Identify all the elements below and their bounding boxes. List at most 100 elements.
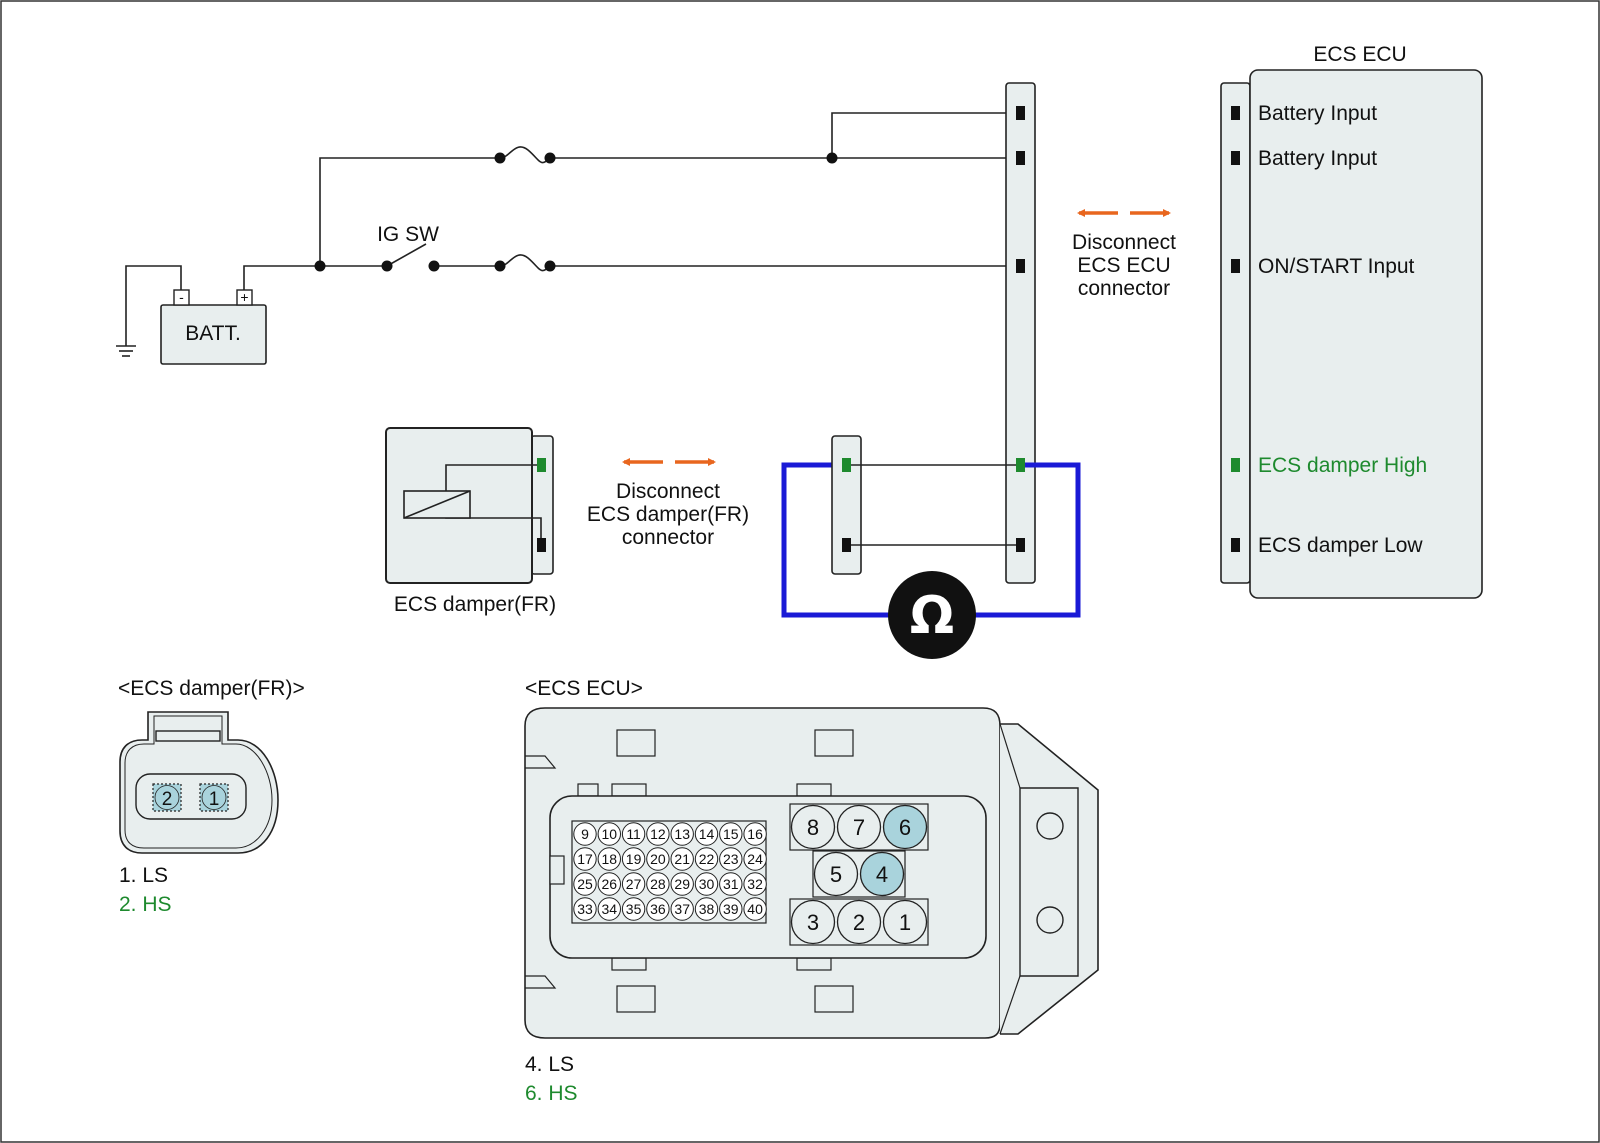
ecu-small-pin (597, 822, 621, 846)
ecu-small-pin-label: 38 (699, 901, 715, 917)
disconnect-ecu-line3: connector (1078, 277, 1170, 300)
ecu-small-pin (743, 822, 767, 846)
ecu-small-pin (743, 897, 767, 921)
ecu-large-pin (813, 851, 859, 897)
ecu-large-pin-label: 8 (807, 815, 819, 840)
ecu-small-pin-label: 35 (626, 901, 642, 917)
battery-label: BATT. (185, 322, 241, 345)
ecu-small-pin-label: 36 (650, 901, 666, 917)
ecu-small-pin (694, 872, 719, 896)
ecu-small-pin (646, 897, 670, 921)
ecu-small-pin (694, 897, 719, 921)
ecu-small-pin-label: 31 (723, 876, 739, 892)
ecu-terminal (1231, 151, 1240, 165)
damper-legend-ls: 1. LS (119, 864, 168, 887)
ecu-small-pin-label: 10 (602, 826, 618, 842)
disconnect-damper-indicator: Disconnect ECS damper(FR) connector (587, 458, 749, 549)
disconnect-damper-line2: ECS damper(FR) (587, 503, 749, 526)
disconnect-damper-line3: connector (622, 526, 714, 549)
ecu-small-pin (621, 897, 646, 921)
ecu-small-pin-label: 15 (723, 826, 739, 842)
ecu-connector-title: <ECS ECU> (525, 677, 643, 700)
ecu-large-pin (836, 899, 882, 945)
ecu-large-pin-label: 2 (853, 910, 865, 935)
damper-connector-view: <ECS damper(FR)> 2 1 1. LS 2. HS (118, 677, 305, 916)
ecs-damper: ECS damper(FR) (385, 427, 556, 616)
disconnect-damper-line1: Disconnect (616, 480, 720, 503)
ecu-pin-label: ECS damper High (1258, 454, 1427, 477)
ecu-small-pin-label: 40 (747, 901, 763, 917)
ecu-legend-hs: 6. HS (525, 1082, 578, 1105)
ecu-small-pin-label: 37 (674, 901, 690, 917)
ecu-small-pin-label: 21 (674, 851, 690, 867)
ecu-small-pin-label: 16 (747, 826, 763, 842)
ecu-terminal (1231, 458, 1240, 472)
ecu-small-pin-label: 13 (674, 826, 690, 842)
ecu-small-pin-label: 22 (699, 851, 715, 867)
ecu-large-pin (882, 899, 928, 945)
harness-connector-ecu-side (1005, 82, 1036, 584)
battery: - + BATT. (160, 289, 267, 365)
harness-connector-damper-side: Ω (781, 435, 1081, 659)
ecu-small-pin (719, 847, 743, 871)
ecu-small-pin (597, 847, 621, 871)
ecu-large-pin-label: 7 (853, 815, 865, 840)
ecu-small-pin (573, 872, 597, 896)
ecu-small-pin (573, 847, 597, 871)
ig-switch-label: IG SW (377, 223, 439, 246)
ecu-small-pin-label: 11 (626, 826, 641, 842)
ecu-small-pin-label: 28 (650, 876, 666, 892)
ecu-small-pin-label: 14 (699, 826, 715, 842)
ecu-terminal (1231, 106, 1240, 120)
ecu-large-pin (790, 804, 836, 850)
ecu-legend-ls: 4. LS (525, 1053, 574, 1076)
ecu-small-pin-label: 23 (723, 851, 739, 867)
ecu-large-pin-label: 5 (830, 862, 842, 887)
damper-connector-title: <ECS damper(FR)> (118, 677, 305, 700)
ecu-pin-label: ECS damper Low (1258, 534, 1423, 557)
ecu-large-pin-label: 3 (807, 910, 819, 935)
ecu-small-pin-label: 39 (723, 901, 739, 917)
ecu-small-pin-label: 18 (602, 851, 618, 867)
ecu-small-pin (646, 822, 670, 846)
ohm-symbol: Ω (910, 586, 954, 646)
damper-pin-label: 2 (162, 789, 173, 810)
ecu-large-pin-label: 4 (876, 862, 888, 887)
ecu-small-pin-label: 9 (581, 826, 589, 842)
ecu-pin-label: ON/START Input (1258, 255, 1415, 278)
ecu-terminal (1231, 538, 1240, 552)
ecu-small-pin (573, 822, 597, 846)
ecu-small-pin (621, 847, 646, 871)
ecu-small-pin (621, 872, 646, 896)
ecu-small-pin (646, 872, 670, 896)
ecu-small-pin-label: 24 (747, 851, 763, 867)
disconnect-ecu-line2: ECS ECU (1077, 254, 1170, 277)
ecu-small-pin (743, 847, 767, 871)
ecu-large-pin (790, 899, 836, 945)
ecu-terminal (1231, 259, 1240, 273)
battery-neg-sign: - (179, 289, 184, 305)
ecu-small-pin (670, 847, 694, 871)
ohmmeter-icon: Ω (888, 571, 976, 659)
ecu-small-pin-label: 34 (602, 901, 618, 917)
ecu-small-pin-label: 30 (699, 876, 715, 892)
ecu-small-pin (694, 847, 719, 871)
ecu-small-pin-label: 32 (747, 876, 763, 892)
ecu-small-pin (694, 822, 719, 846)
ecu-small-pin (646, 847, 670, 871)
disconnect-ecu-indicator: Disconnect ECS ECU connector (1072, 209, 1176, 300)
ecu-small-pin (670, 872, 694, 896)
battery-pos-sign: + (240, 289, 248, 305)
ecu-title: ECS ECU (1313, 43, 1406, 66)
ecu-small-pin (670, 897, 694, 921)
ecu-small-pin (743, 872, 767, 896)
ecu-small-pin-label: 20 (650, 851, 666, 867)
damper-pin-label: 1 (209, 789, 220, 810)
ecu-small-pin (621, 822, 646, 846)
disconnect-ecu-line1: Disconnect (1072, 231, 1176, 254)
